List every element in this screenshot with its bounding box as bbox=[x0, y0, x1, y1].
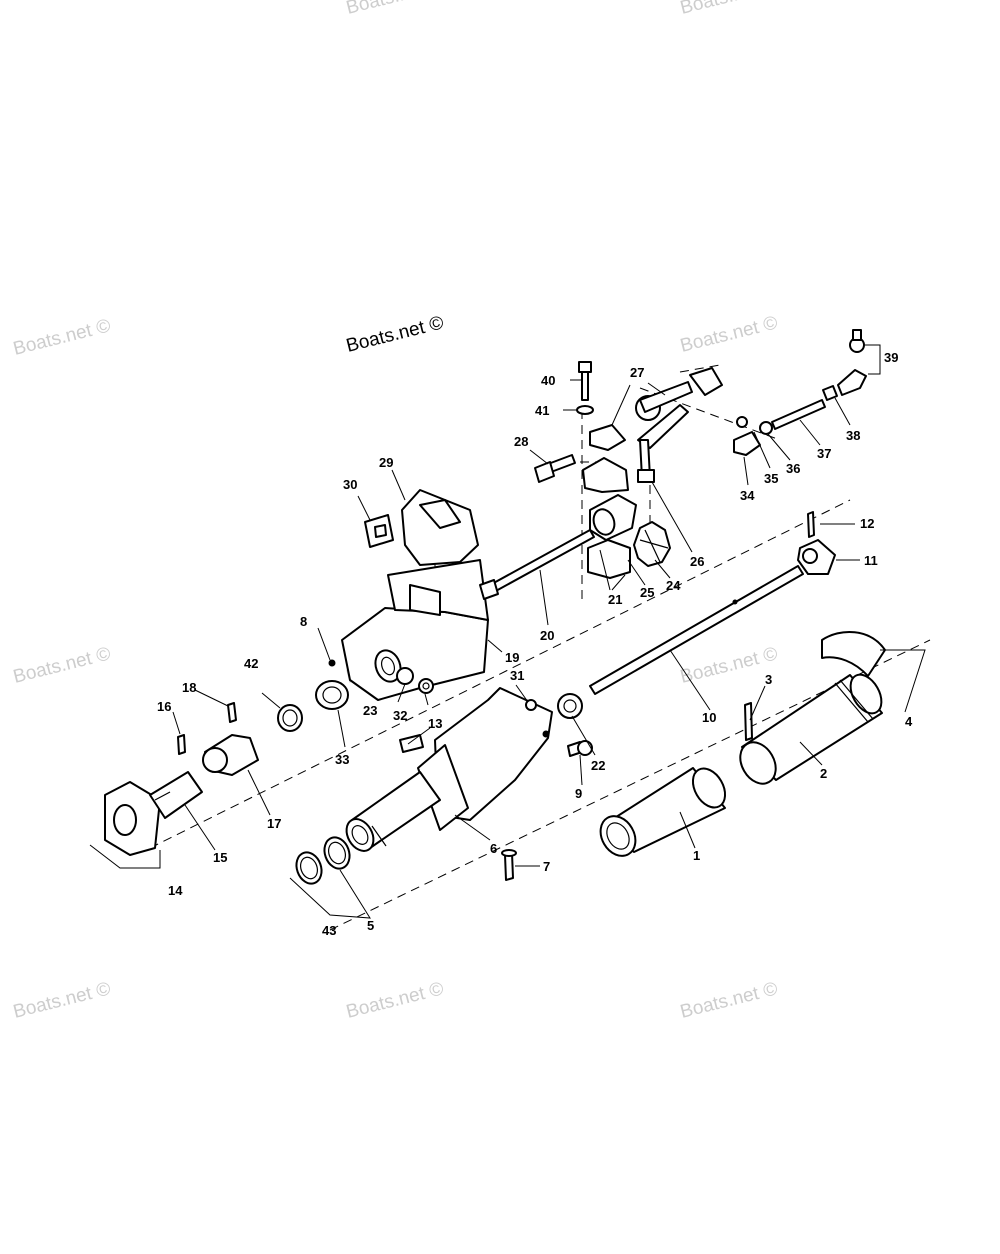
callout-7: 7 bbox=[543, 859, 550, 874]
part-3-pin bbox=[744, 702, 753, 741]
part-2-grip bbox=[739, 673, 883, 785]
callout-22: 22 bbox=[591, 758, 605, 773]
callout-32: 32 bbox=[393, 708, 407, 723]
callout-14: 14 bbox=[168, 883, 183, 898]
callout-36: 36 bbox=[786, 461, 800, 476]
part-31-screw bbox=[525, 699, 537, 711]
part-1-sleeve bbox=[599, 767, 727, 857]
watermark: Boats.net © bbox=[678, 312, 780, 356]
callout-26: 26 bbox=[690, 554, 704, 569]
part-15-coupler bbox=[149, 771, 203, 819]
part-10-shaft bbox=[589, 565, 804, 695]
part-23-bushing bbox=[396, 667, 414, 685]
part-12-pin bbox=[807, 511, 815, 538]
part-33-washer bbox=[315, 680, 349, 710]
callout-4: 4 bbox=[905, 714, 913, 729]
part-13-screw bbox=[399, 734, 424, 753]
callout-16: 16 bbox=[157, 699, 171, 714]
part-29-clamp bbox=[401, 489, 479, 566]
callout-19: 19 bbox=[505, 650, 519, 665]
callout-34: 34 bbox=[740, 488, 755, 503]
part-27-crank bbox=[589, 367, 723, 451]
callout-30: 30 bbox=[343, 477, 357, 492]
callout-29: 29 bbox=[379, 455, 393, 470]
part-22-bushing bbox=[557, 693, 583, 719]
callout-17: 17 bbox=[267, 816, 281, 831]
callout-31: 31 bbox=[510, 668, 524, 683]
part-37-threaded-rod bbox=[771, 399, 826, 430]
part-25-gear-housing bbox=[589, 494, 637, 541]
callout-24: 24 bbox=[666, 578, 681, 593]
callout-38: 38 bbox=[846, 428, 860, 443]
callout-11: 11 bbox=[864, 553, 878, 568]
watermark-layer: Boats.net © Boats.net © Boats.net © Boat… bbox=[11, 0, 780, 1023]
part-30-clip bbox=[364, 514, 394, 548]
callout-23: 23 bbox=[363, 703, 377, 718]
callout-12: 12 bbox=[860, 516, 874, 531]
watermark: Boats.net © bbox=[344, 978, 446, 1022]
callout-leaders bbox=[89, 344, 926, 919]
callout-10: 10 bbox=[702, 710, 716, 725]
part-21-housing bbox=[582, 457, 631, 579]
part-28-bolt bbox=[534, 454, 576, 483]
part-34-bracket bbox=[733, 416, 761, 456]
watermark: Boats.net © bbox=[11, 643, 113, 687]
callout-42: 42 bbox=[244, 656, 258, 671]
callout-41: 41 bbox=[535, 403, 549, 418]
watermark: Boats.net © bbox=[344, 0, 446, 19]
callout-37: 37 bbox=[817, 446, 831, 461]
part-6-tiller-arm bbox=[345, 687, 553, 852]
part-40-bolt bbox=[578, 361, 592, 401]
part-14-end-cap bbox=[104, 781, 161, 856]
part-32-washer bbox=[418, 678, 434, 694]
part-26-lever bbox=[637, 404, 689, 483]
callout-35: 35 bbox=[764, 471, 778, 486]
part-19-bracket bbox=[341, 559, 489, 701]
callout-13: 13 bbox=[428, 716, 442, 731]
callout-28: 28 bbox=[514, 434, 528, 449]
watermark: Boats.net © bbox=[678, 0, 780, 19]
part-35-36-nut bbox=[759, 421, 773, 435]
callout-27: 27 bbox=[630, 365, 644, 380]
part-17-gear-coupler bbox=[202, 734, 259, 776]
part-39-ball-joint bbox=[837, 329, 867, 396]
callout-labels: 1 2 3 4 5 6 7 8 9 10 11 12 13 14 15 16 1… bbox=[157, 350, 913, 938]
part-8-screw bbox=[328, 659, 336, 667]
callout-18: 18 bbox=[182, 680, 196, 695]
callout-25: 25 bbox=[640, 585, 654, 600]
part-7-screw bbox=[501, 849, 517, 881]
callout-3: 3 bbox=[765, 672, 772, 687]
callout-9: 9 bbox=[575, 786, 582, 801]
part-11-collar bbox=[797, 539, 836, 575]
part-24-gear bbox=[633, 521, 671, 567]
callout-43: 43 bbox=[322, 923, 336, 938]
part-20-rod bbox=[479, 529, 595, 600]
diagram-title: Boats.net © bbox=[344, 312, 446, 356]
part-18-pin bbox=[227, 702, 237, 723]
assembly-lines bbox=[149, 364, 931, 931]
callout-2: 2 bbox=[820, 766, 827, 781]
part-4-cap bbox=[821, 630, 886, 677]
watermark: Boats.net © bbox=[11, 315, 113, 359]
callout-5: 5 bbox=[367, 918, 374, 933]
callout-39: 39 bbox=[884, 350, 898, 365]
callout-40: 40 bbox=[541, 373, 555, 388]
callout-6: 6 bbox=[490, 841, 497, 856]
callout-33: 33 bbox=[335, 752, 349, 767]
callout-8: 8 bbox=[300, 614, 307, 629]
callout-20: 20 bbox=[540, 628, 554, 643]
part-38-nut bbox=[822, 385, 838, 401]
callout-21: 21 bbox=[608, 592, 622, 607]
part-5-43-rings bbox=[295, 836, 351, 885]
part-16-pin bbox=[177, 734, 186, 755]
watermark: Boats.net © bbox=[678, 978, 780, 1022]
part-41-washer bbox=[576, 405, 594, 415]
callout-15: 15 bbox=[213, 850, 227, 865]
callout-1: 1 bbox=[693, 848, 700, 863]
watermark: Boats.net © bbox=[11, 978, 113, 1022]
part-42-spring bbox=[277, 704, 303, 732]
